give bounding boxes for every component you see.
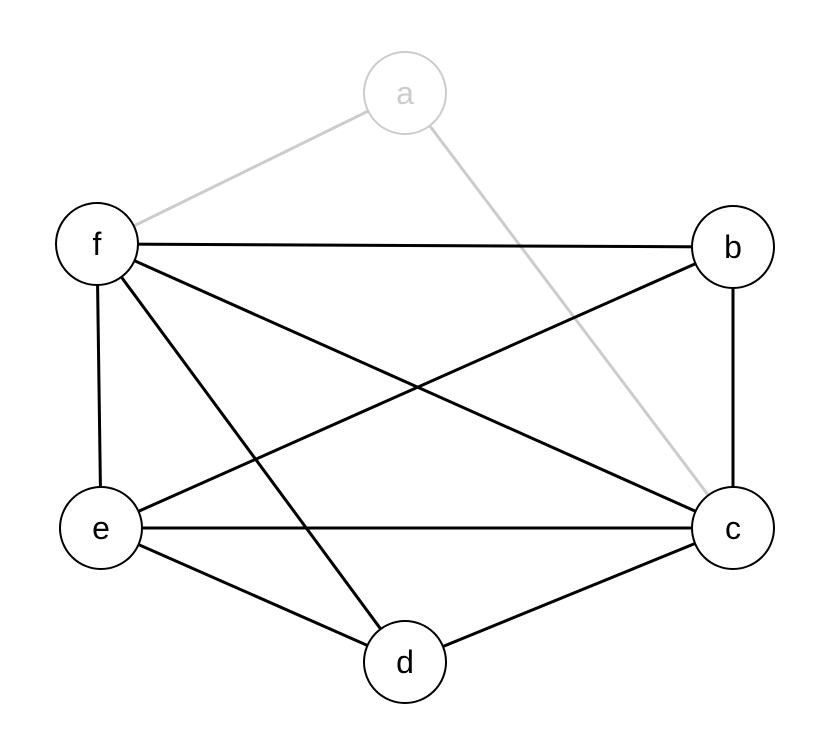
edge-d-c (403, 526, 735, 664)
node-circle-b (691, 205, 775, 289)
node-circle-d (363, 620, 447, 704)
node-d: d (363, 620, 447, 704)
node-label-c: c (725, 510, 741, 546)
nodes-layer: a b c d e f (55, 51, 775, 704)
node-label-e: e (92, 510, 110, 546)
edges-layer (95, 91, 735, 664)
edge-b-e (99, 245, 735, 530)
edge-f-d (95, 242, 407, 664)
edge-f-b (95, 242, 735, 249)
node-a: a (363, 51, 447, 135)
edge-a-c (403, 91, 735, 530)
node-label-a: a (396, 75, 414, 111)
node-circle-c (691, 486, 775, 570)
node-label-b: b (724, 229, 742, 265)
edge-a-f (95, 91, 407, 246)
node-e: e (59, 486, 143, 570)
node-c: c (691, 486, 775, 570)
edge-e-d (99, 526, 407, 664)
node-circle-f (55, 202, 139, 286)
node-label-d: d (396, 644, 414, 680)
edge-f-e (95, 242, 103, 530)
node-circle-e (59, 486, 143, 570)
node-circle-a (363, 51, 447, 135)
node-label-f: f (93, 226, 102, 262)
node-b: b (691, 205, 775, 289)
edge-f-c (95, 242, 735, 530)
node-f: f (55, 202, 139, 286)
